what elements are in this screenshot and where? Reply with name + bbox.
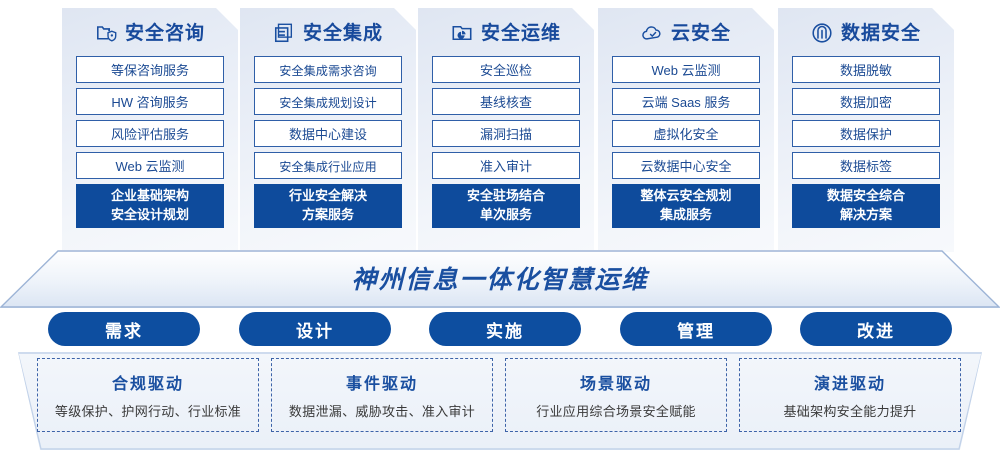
- service-item[interactable]: 准入审计: [432, 152, 580, 179]
- service-item[interactable]: 云数据中心安全: [612, 152, 760, 179]
- fingerprint-icon: [811, 22, 833, 44]
- cloud-check-icon: [641, 22, 663, 44]
- stage-pill[interactable]: 改进: [800, 312, 952, 346]
- panel-header: 安全咨询: [62, 10, 238, 56]
- service-item[interactable]: 安全巡检: [432, 56, 580, 83]
- service-item[interactable]: Web 云监测: [612, 56, 760, 83]
- driver-card[interactable]: 演进驱动 基础架构安全能力提升: [739, 358, 961, 432]
- service-item[interactable]: 等保咨询服务: [76, 56, 224, 83]
- highlight-line-1: 行业安全解决: [288, 188, 367, 204]
- driver-title: 合规驱动: [111, 376, 184, 393]
- panel-security-consulting: 安全咨询 等保咨询服务 HW 咨询服务 风险评估服务 Web 云监测 企业基础架…: [62, 8, 238, 252]
- panel-item-list: 安全巡检 基线核查 漏洞扫描 准入审计 安全驻场结合 单次服务: [418, 56, 594, 228]
- panel-title: 云安全: [670, 22, 731, 44]
- panel-item-list: 等保咨询服务 HW 咨询服务 风险评估服务 Web 云监测 企业基础架构 安全设…: [62, 56, 238, 228]
- driver-cards: 合规驱动 等级保护、护网行动、行业标准 事件驱动 数据泄漏、威胁攻击、准入审计 …: [0, 358, 1000, 444]
- folder-shield-icon: [95, 22, 117, 44]
- service-highlight[interactable]: 安全驻场结合 单次服务: [432, 184, 580, 228]
- highlight-line-2: 单次服务: [479, 207, 532, 222]
- highlight-line-2: 安全设计规划: [110, 207, 189, 222]
- service-highlight[interactable]: 数据安全综合 解决方案: [792, 184, 940, 228]
- panel-item-list: 安全集成需求咨询 安全集成规划设计 数据中心建设 安全集成行业应用 行业安全解决…: [240, 56, 416, 228]
- panel-title: 安全运维: [480, 22, 561, 44]
- panel-security-integration: 安全集成 安全集成需求咨询 安全集成规划设计 数据中心建设 安全集成行业应用 行…: [240, 8, 416, 252]
- panel-cloud-security: 云安全 Web 云监测 云端 Saas 服务 虚拟化安全 云数据中心安全 整体云…: [598, 8, 774, 252]
- service-item[interactable]: Web 云监测: [76, 152, 224, 179]
- lifecycle-stages: 需求 设计 实施 管理 改进: [0, 312, 1000, 348]
- panel-title: 安全集成: [302, 22, 383, 44]
- panel-header: 数据安全: [778, 10, 954, 56]
- service-item[interactable]: 数据标签: [792, 152, 940, 179]
- service-item[interactable]: 数据加密: [792, 88, 940, 115]
- driver-subtitle: 等级保护、护网行动、行业标准: [54, 404, 242, 419]
- driver-title: 演进驱动: [813, 376, 886, 393]
- highlight-line-2: 集成服务: [659, 207, 712, 222]
- drivers-band: [18, 352, 982, 450]
- driver-card[interactable]: 事件驱动 数据泄漏、威胁攻击、准入审计: [271, 358, 493, 432]
- stage-pill[interactable]: 管理: [620, 312, 772, 346]
- panel-security-operations: 安全运维 安全巡检 基线核查 漏洞扫描 准入审计 安全驻场结合 单次服务: [418, 8, 594, 252]
- driver-subtitle: 数据泄漏、威胁攻击、准入审计: [288, 404, 476, 419]
- driver-card[interactable]: 合规驱动 等级保护、护网行动、行业标准: [37, 358, 259, 432]
- service-item[interactable]: 虚拟化安全: [612, 120, 760, 147]
- service-item[interactable]: 数据脱敏: [792, 56, 940, 83]
- service-item[interactable]: 安全集成行业应用: [254, 152, 402, 179]
- platform-banner: 神州信息一体化智慧运维: [0, 250, 1000, 308]
- monitor-pie-icon: [451, 22, 473, 44]
- panel-item-list: 数据脱敏 数据加密 数据保护 数据标签 数据安全综合 解决方案: [778, 56, 954, 228]
- panel-item-list: Web 云监测 云端 Saas 服务 虚拟化安全 云数据中心安全 整体云安全规划…: [598, 56, 774, 228]
- stage-pill[interactable]: 实施: [429, 312, 581, 346]
- highlight-line-1: 数据安全综合: [826, 188, 905, 204]
- service-panels: 安全咨询 等保咨询服务 HW 咨询服务 风险评估服务 Web 云监测 企业基础架…: [0, 8, 1000, 252]
- driver-card[interactable]: 场景驱动 行业应用综合场景安全赋能: [505, 358, 727, 432]
- service-item[interactable]: 基线核查: [432, 88, 580, 115]
- service-item[interactable]: 云端 Saas 服务: [612, 88, 760, 115]
- panel-header: 安全集成: [240, 10, 416, 56]
- highlight-line-1: 安全驻场结合: [466, 188, 545, 204]
- service-item[interactable]: 安全集成规划设计: [254, 88, 402, 115]
- service-item[interactable]: 漏洞扫描: [432, 120, 580, 147]
- service-item[interactable]: 数据中心建设: [254, 120, 402, 147]
- panel-data-security: 数据安全 数据脱敏 数据加密 数据保护 数据标签 数据安全综合 解决方案: [778, 8, 954, 252]
- driver-subtitle: 基础架构安全能力提升: [783, 404, 917, 419]
- service-highlight[interactable]: 行业安全解决 方案服务: [254, 184, 402, 228]
- platform-banner-text: 神州信息一体化智慧运维: [351, 266, 649, 294]
- service-highlight[interactable]: 企业基础架构 安全设计规划: [76, 184, 224, 228]
- stage-pill[interactable]: 需求: [48, 312, 200, 346]
- highlight-line-2: 方案服务: [301, 207, 354, 222]
- service-item[interactable]: 数据保护: [792, 120, 940, 147]
- service-highlight[interactable]: 整体云安全规划 集成服务: [612, 184, 760, 228]
- driver-subtitle: 行业应用综合场景安全赋能: [536, 404, 696, 419]
- drivers-band-outline: [0, 352, 1000, 450]
- service-item[interactable]: 风险评估服务: [76, 120, 224, 147]
- stacked-servers-icon: [273, 22, 295, 44]
- stage-pill[interactable]: 设计: [239, 312, 391, 346]
- service-item[interactable]: 安全集成需求咨询: [254, 56, 402, 83]
- panel-title: 数据安全: [840, 22, 921, 44]
- highlight-line-2: 解决方案: [839, 207, 892, 222]
- panel-header: 安全运维: [418, 10, 594, 56]
- service-item[interactable]: HW 咨询服务: [76, 88, 224, 115]
- driver-title: 场景驱动: [579, 376, 652, 393]
- panel-title: 安全咨询: [124, 22, 205, 44]
- highlight-line-1: 整体云安全规划: [640, 188, 732, 204]
- highlight-line-1: 企业基础架构: [110, 188, 189, 204]
- panel-header: 云安全: [598, 10, 774, 56]
- driver-title: 事件驱动: [345, 376, 418, 393]
